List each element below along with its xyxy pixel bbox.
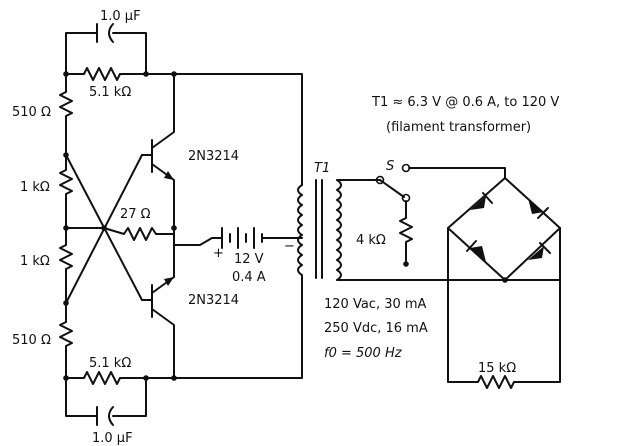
bridge-rectifier: [447, 177, 561, 281]
bottom-series-resistor: [65, 371, 175, 385]
top-series-resistor: [65, 67, 303, 186]
transformer-primary: [173, 184, 303, 379]
output-spec-line2: 250 Vdc, 16 mA: [324, 321, 428, 336]
left-bottom-resistor-label: 510 Ω: [12, 333, 51, 348]
output-spec-line1: 120 Vac, 30 mA: [324, 297, 427, 312]
secondary-resistor: [399, 200, 413, 265]
load-resistor: [447, 227, 561, 389]
battery-minus-sign: −: [284, 239, 295, 254]
bottom-transistor: [141, 227, 175, 379]
battery: [173, 227, 303, 249]
switch-s[interactable]: [375, 163, 506, 203]
transformer-core: [315, 179, 323, 279]
switch-label: S: [386, 159, 394, 174]
secondary-resistor-label: 4 kΩ: [356, 233, 386, 248]
top-capacitor-label: 1.0 µF: [100, 9, 141, 24]
battery-voltage-label: 12 V: [234, 252, 264, 267]
transformer-label: T1: [314, 161, 330, 176]
top-series-resistor-label: 5.1 kΩ: [89, 85, 131, 100]
bottom-series-resistor-label: 5.1 kΩ: [89, 356, 131, 371]
bottom-capacitor-label: 1.0 µF: [92, 431, 133, 446]
bottom-transistor-label: 2N3214: [188, 293, 239, 308]
top-transistor-label: 2N3214: [188, 149, 239, 164]
left-mid1-resistor-label: 1 kΩ: [20, 180, 50, 195]
top-capacitor: [65, 23, 147, 75]
center-resistor-label: 27 Ω: [120, 207, 151, 222]
transformer-note-line2: (filament transformer): [386, 120, 531, 135]
top-transistor: [141, 73, 175, 229]
transformer-note-line1: T1 ≈ 6.3 V @ 0.6 A, to 120 V: [371, 95, 559, 110]
battery-current-label: 0.4 A: [232, 270, 266, 285]
load-resistor-label: 15 kΩ: [478, 361, 516, 376]
output-spec-line3: f0 = 500 Hz: [324, 346, 403, 361]
left-mid2-resistor-label: 1 kΩ: [20, 254, 50, 269]
left-resistor-ladder: [59, 73, 73, 379]
bottom-capacitor: [65, 377, 147, 426]
battery-plus-sign: +: [213, 246, 224, 261]
left-top-resistor-label: 510 Ω: [12, 105, 51, 120]
center-resistor: [103, 227, 175, 241]
